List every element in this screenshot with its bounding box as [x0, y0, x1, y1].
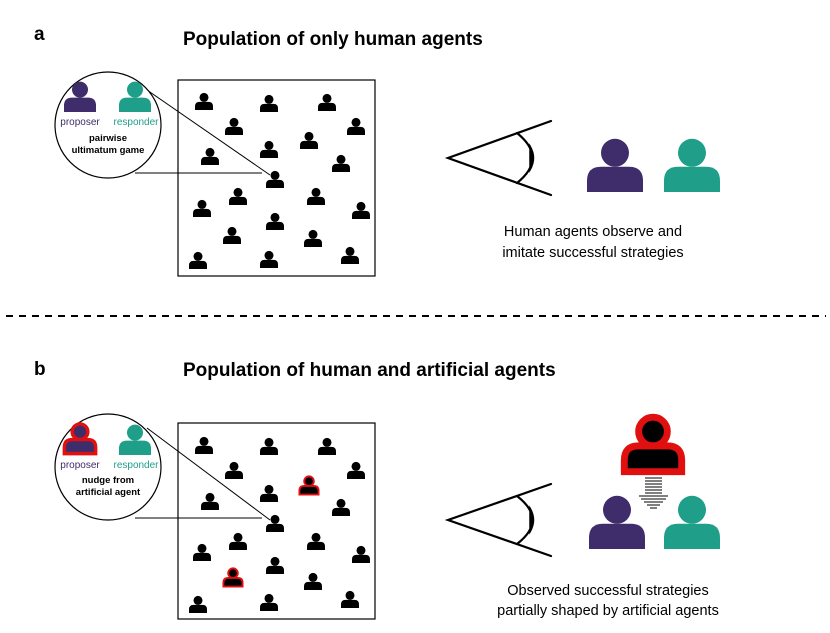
person-icon — [307, 532, 325, 550]
artificial-agent-icon — [298, 475, 320, 496]
person-icon — [229, 187, 247, 205]
person-icon — [332, 498, 350, 516]
panel-b-letter: b — [34, 359, 46, 380]
proposer-label-a: proposer — [60, 117, 100, 128]
person-icon — [266, 170, 284, 188]
person-icon — [260, 437, 278, 455]
responder-label-b: responder — [113, 460, 159, 471]
responder-large-icon-a — [664, 138, 720, 192]
person-icon — [189, 595, 207, 613]
person-icon — [189, 251, 207, 269]
proposer-large-icon-a — [587, 138, 643, 192]
panel-a-title: Population of only human agents — [183, 29, 483, 50]
person-icon — [260, 484, 278, 502]
person-icon — [260, 593, 278, 611]
person-icon — [260, 250, 278, 268]
down-arrow-icon — [639, 477, 668, 509]
zoom-caption-a-1: pairwise — [89, 133, 127, 144]
artificial-agent-icon — [222, 567, 244, 588]
person-icon — [341, 246, 359, 264]
responder-large-icon-b — [664, 495, 720, 549]
panel-b-title: Population of human and artificial agent… — [183, 360, 556, 381]
observer-caption-b-2: partially shaped by artificial agents — [497, 603, 719, 619]
eye-icon — [444, 482, 553, 558]
person-icon — [223, 226, 241, 244]
person-icon — [195, 436, 213, 454]
person-icon — [201, 492, 219, 510]
person-icon — [304, 229, 322, 247]
agents-a — [189, 92, 370, 269]
observer-caption-b-1: Observed successful strategies — [507, 583, 708, 599]
person-icon — [225, 461, 243, 479]
zoom-connector-top-a — [146, 89, 271, 176]
person-icon — [266, 514, 284, 532]
observer-caption-a-1: Human agents observe and — [504, 224, 682, 240]
zoom-caption-b-2: artificial agent — [76, 487, 141, 498]
person-icon — [352, 201, 370, 219]
person-icon — [332, 154, 350, 172]
person-icon — [229, 532, 247, 550]
proposer-label-b: proposer — [60, 460, 100, 471]
panel-a-letter: a — [34, 24, 45, 45]
person-icon — [300, 131, 318, 149]
population-box-b — [177, 422, 376, 620]
person-icon — [195, 92, 213, 110]
zoom-caption-a-2: ultimatum game — [72, 145, 145, 156]
proposer-large-icon-b — [589, 495, 645, 549]
zoom-connector-top-b — [146, 427, 271, 521]
population-box-a — [177, 79, 376, 277]
person-icon — [201, 147, 219, 165]
person-icon — [318, 93, 336, 111]
person-icon — [266, 212, 284, 230]
person-icon — [260, 140, 278, 158]
agents-b — [189, 436, 370, 613]
responder-label-a: responder — [113, 117, 159, 128]
zoom-caption-b-1: nudge from — [82, 475, 134, 486]
person-icon — [318, 437, 336, 455]
eye-icon — [444, 119, 553, 197]
panel-b: b Population of human and artificial age… — [34, 359, 720, 620]
person-icon — [347, 461, 365, 479]
artificial-agent-large-icon — [624, 417, 681, 472]
person-icon — [193, 543, 211, 561]
person-icon — [260, 94, 278, 112]
person-icon — [341, 590, 359, 608]
person-icon — [225, 117, 243, 135]
person-icon — [347, 117, 365, 135]
observer-caption-a-2: imitate successful strategies — [502, 245, 683, 261]
person-icon — [352, 545, 370, 563]
person-icon — [266, 556, 284, 574]
person-icon — [307, 187, 325, 205]
panel-a: a Population of only human agents propos… — [34, 24, 720, 277]
person-icon — [304, 572, 322, 590]
person-icon — [193, 199, 211, 217]
